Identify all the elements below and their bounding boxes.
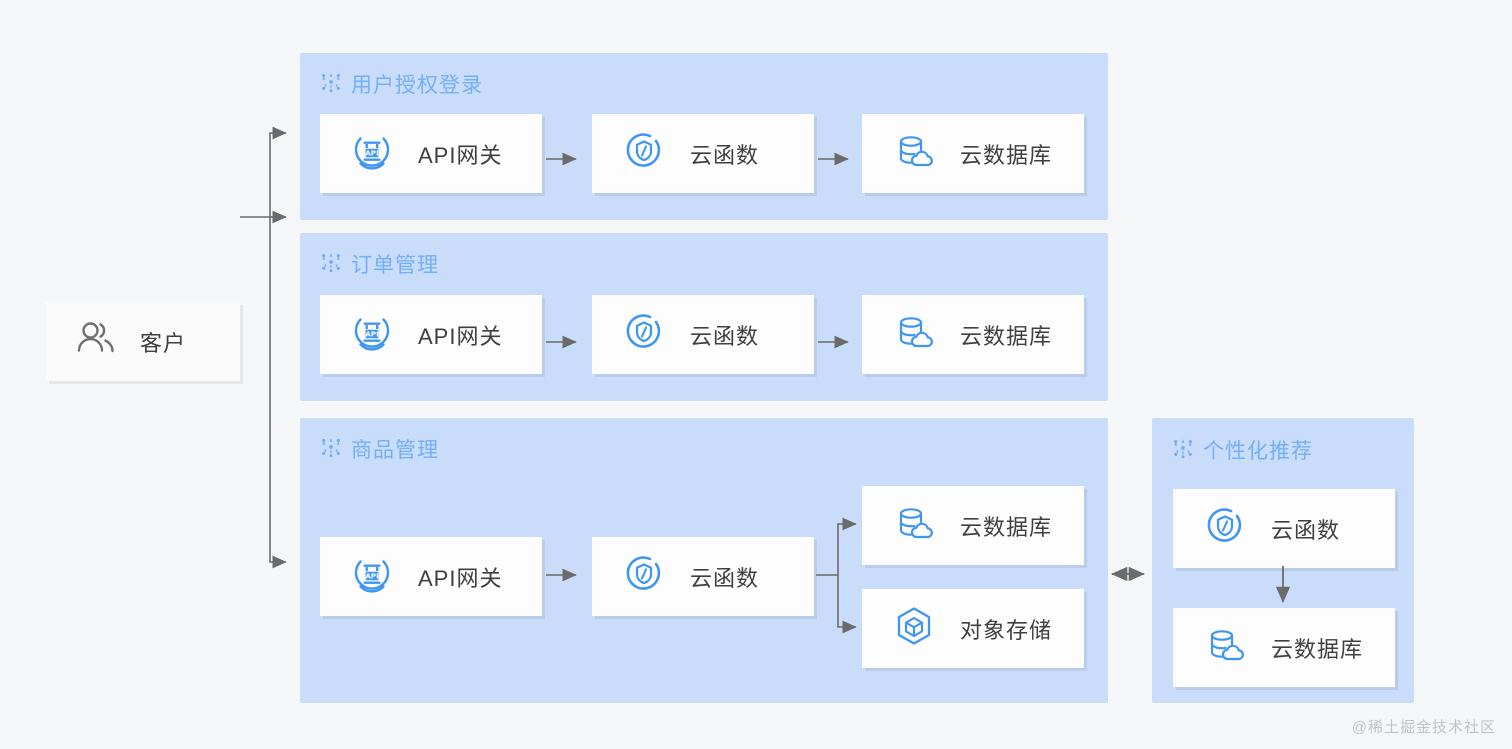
cloud-database-icon [1201, 621, 1249, 674]
node-label: 云函数 [690, 142, 760, 168]
node-label: 云函数 [1271, 517, 1341, 543]
api-gateway-icon: API [348, 308, 396, 361]
panel-order: 订单管理 API API网关 [300, 233, 1108, 401]
watermark: @稀土掘金技术社区 [1351, 719, 1496, 736]
node-label: 客户 [140, 330, 187, 356]
node-label: 云函数 [690, 565, 760, 591]
cloud-function-icon [620, 550, 668, 603]
cloud-function-icon [620, 127, 668, 180]
panel-product-title: 商品管理 [320, 436, 439, 464]
connector-client-fanout [240, 126, 287, 569]
panel-title-label: 订单管理 [351, 254, 439, 277]
cloud-database-icon [890, 499, 938, 552]
node-api-gateway[interactable]: API API网关 [320, 295, 542, 374]
svg-text:API: API [365, 330, 379, 339]
panel-recommend-title: 个性化推荐 [1172, 437, 1313, 465]
topology-icon [320, 71, 342, 99]
api-gateway-icon: API [348, 550, 396, 603]
node-cloud-database[interactable]: 云数据库 [1173, 608, 1395, 687]
node-label: API网关 [418, 142, 503, 168]
api-gateway-icon: API [348, 127, 396, 180]
node-cloud-database[interactable]: 云数据库 [862, 114, 1084, 193]
cloud-function-icon [620, 308, 668, 361]
topology-icon [1172, 437, 1194, 465]
connector-auth-api-to-func [546, 152, 577, 166]
node-cloud-function[interactable]: 云函数 [592, 295, 814, 374]
object-storage-icon [890, 602, 938, 655]
panel-product: 商品管理 API API网关 [300, 418, 1108, 703]
cloud-database-icon [890, 308, 938, 361]
node-cloud-function[interactable]: 云函数 [592, 537, 814, 616]
node-label: 云数据库 [960, 142, 1053, 168]
node-label: 云数据库 [960, 514, 1053, 540]
connector-product-api-to-func [546, 568, 577, 582]
topology-icon [320, 436, 342, 464]
panel-auth: 用户授权登录 API API网关 [300, 53, 1108, 220]
connector-auth-func-to-db [818, 152, 849, 166]
connector-order-func-to-db [818, 335, 849, 349]
node-cloud-database[interactable]: 云数据库 [862, 486, 1084, 565]
node-cloud-function[interactable]: 云函数 [1173, 489, 1395, 568]
node-label: API网关 [418, 323, 503, 349]
topology-icon [320, 251, 342, 279]
svg-text:API: API [365, 572, 379, 581]
panel-recommend: 个性化推荐 云函数 云数据库 [1152, 418, 1414, 703]
panel-title-label: 用户授权登录 [351, 74, 483, 97]
cloud-database-icon [890, 127, 938, 180]
connector-product-recommend-bidirectional [1111, 566, 1145, 582]
node-label: 对象存储 [960, 617, 1053, 643]
panel-auth-title: 用户授权登录 [320, 71, 483, 99]
node-label: 云数据库 [960, 323, 1053, 349]
connector-order-api-to-func [546, 335, 577, 349]
node-label: API网关 [418, 565, 503, 591]
connector-recommend-func-to-db [1275, 566, 1291, 603]
users-icon [72, 315, 120, 368]
node-label: 云函数 [690, 323, 760, 349]
node-api-gateway[interactable]: API API网关 [320, 114, 542, 193]
node-client[interactable]: 客户 [46, 302, 240, 381]
connector-product-func-split [816, 517, 857, 634]
node-cloud-database[interactable]: 云数据库 [862, 295, 1084, 374]
panel-title-label: 商品管理 [351, 439, 439, 462]
node-api-gateway[interactable]: API API网关 [320, 537, 542, 616]
node-cloud-function[interactable]: 云函数 [592, 114, 814, 193]
node-object-storage[interactable]: 对象存储 [862, 589, 1084, 668]
node-label: 云数据库 [1271, 636, 1364, 662]
svg-text:API: API [365, 149, 379, 158]
cloud-function-icon [1201, 502, 1249, 555]
panel-title-label: 个性化推荐 [1203, 440, 1313, 463]
panel-order-title: 订单管理 [320, 251, 439, 279]
